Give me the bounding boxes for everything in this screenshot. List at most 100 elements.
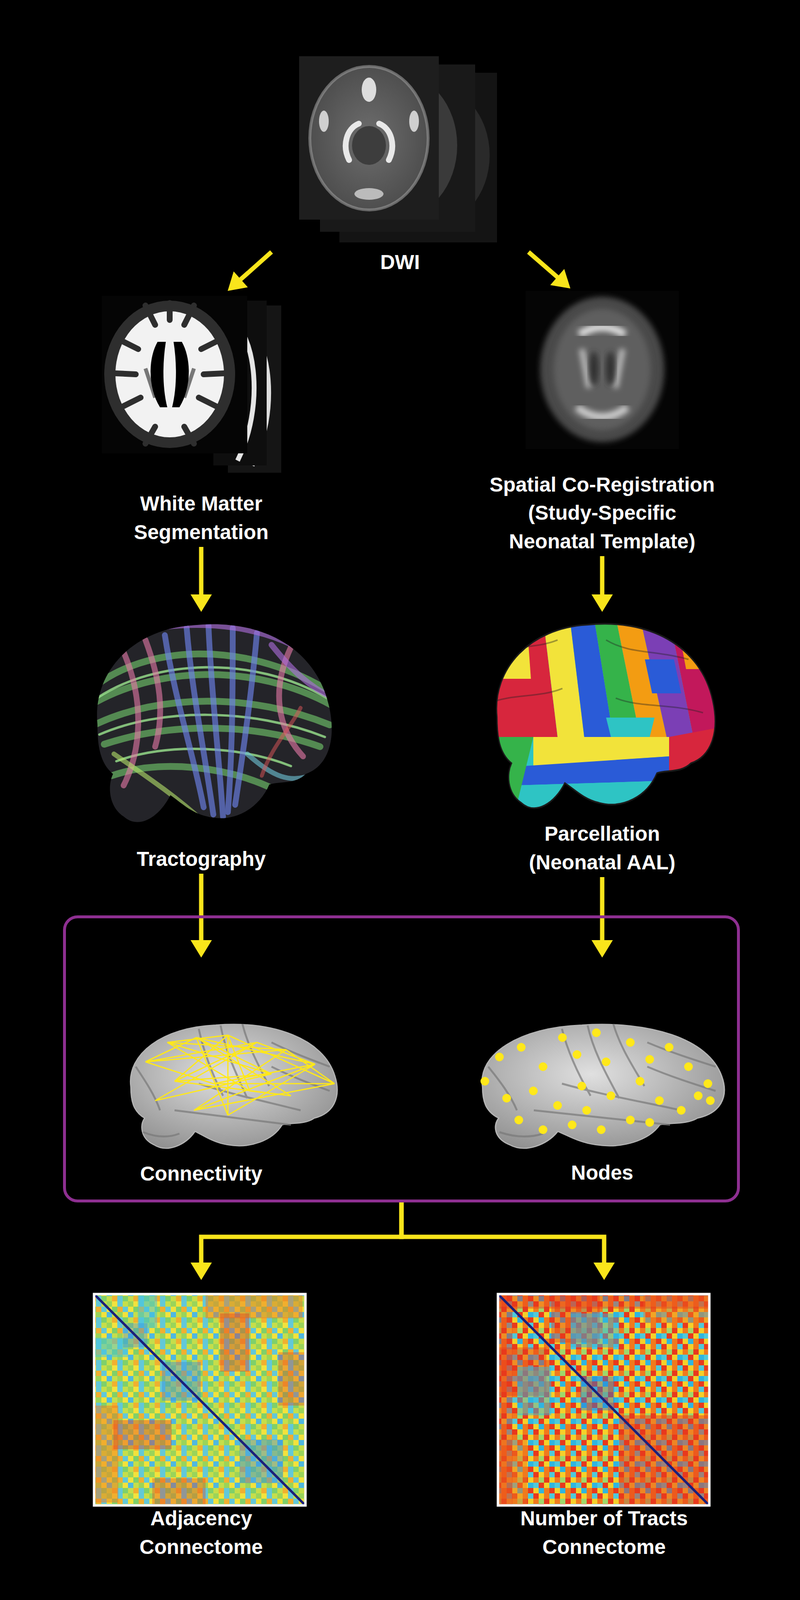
nodes-brain: [553, 1101, 562, 1110]
tract-count-matrix: [517, 1366, 552, 1416]
image-step: DWI: [271, 50, 529, 277]
dwi-slices: [361, 77, 377, 102]
nodes-brain: [538, 1062, 548, 1072]
nodes-brain: [480, 1076, 490, 1086]
nodes-brain: [645, 1055, 655, 1064]
nodes-brain: [528, 1086, 538, 1096]
white-matter-slices: [104, 300, 236, 448]
arrow-line: [201, 1202, 402, 1264]
arrow-head: [591, 594, 613, 612]
nodes-brain: [514, 1115, 524, 1125]
tractography-brain: [271, 644, 335, 699]
adjacency-matrix: [113, 1420, 172, 1450]
parcellation-brain: [644, 659, 682, 694]
flow-arrow: [401, 1202, 615, 1280]
connectivity-brain: [130, 1024, 337, 1149]
neonatal-template: [553, 308, 651, 431]
arrow-line: [528, 252, 559, 278]
dwi-slices: [352, 126, 386, 165]
nodes-brain: [645, 1118, 655, 1127]
matrix-step: Number of Tracts Connectome: [484, 1280, 724, 1562]
tractography-brain: [208, 625, 224, 817]
tract-count-matrix: [497, 1294, 710, 1506]
image-step: White Matter Segmentation: [99, 290, 304, 547]
image-step: Tractography: [72, 611, 330, 874]
step-label: Adjacency Connectome: [128, 1504, 274, 1562]
neonatal-template: [589, 351, 599, 386]
flow-arrow: [528, 252, 571, 289]
neonatal-template: [579, 327, 625, 335]
tractography-brain: [164, 625, 257, 817]
step-label: White Matter Segmentation: [123, 489, 279, 547]
adjacency-matrix: [94, 1294, 306, 1506]
tractography-brain: [130, 624, 335, 699]
step-label: Tractography: [136, 845, 266, 874]
image-step: Nodes: [484, 957, 720, 1188]
arrow-line: [199, 873, 204, 942]
nodes-brain: [582, 1105, 592, 1115]
tract-count-matrix: [570, 1313, 620, 1348]
tract-count-matrix: [498, 1295, 709, 1505]
white-matter-slices: [115, 303, 224, 444]
nodes-brain: [592, 1028, 601, 1038]
adjacency-matrix: [95, 1295, 305, 1505]
tract-count-matrix: [497, 1294, 710, 1506]
white-matter-slices: [101, 295, 248, 454]
neonatal-template: [540, 296, 665, 443]
parcellation-brain: [477, 617, 720, 817]
arrow-head: [550, 269, 571, 289]
parcellation-brain: [513, 756, 670, 786]
parcellation-brain: [477, 736, 534, 817]
tractography-brain: [247, 753, 316, 779]
flow-arrow: [190, 546, 212, 612]
nodes-brain: [601, 1057, 611, 1067]
arrow-line: [600, 877, 605, 942]
parcellation-brain: [606, 717, 655, 737]
adjacency-matrix: [94, 1294, 306, 1506]
neonatal-template: [525, 290, 679, 449]
neonatal-template: [576, 407, 628, 417]
flow-arrow: [190, 1202, 402, 1280]
tractography-brain: [113, 753, 204, 822]
tractography-brain: [145, 640, 160, 747]
tract-count-matrix: [497, 1294, 710, 1309]
tractography-brain: [89, 624, 335, 822]
arrow-head: [593, 1262, 615, 1280]
adjacency-matrix: [137, 1294, 158, 1328]
parcellation-brain: [496, 624, 716, 809]
arrow-head: [190, 594, 212, 612]
arrow-line: [401, 1202, 605, 1264]
nodes-brain: [664, 1042, 674, 1052]
tractography-brain: [123, 640, 304, 786]
arrow-line: [600, 556, 605, 596]
tract-count-matrix: [497, 1294, 710, 1506]
flow-arrow: [591, 556, 613, 612]
nodes-brain: [538, 1125, 548, 1135]
nodes-brain: [596, 1125, 606, 1135]
connectivity-brain: [145, 1035, 335, 1116]
white-matter-slices: [150, 341, 190, 408]
tractography-brain: [235, 632, 257, 805]
adjacency-matrix: [152, 1478, 206, 1506]
nodes-brain: [502, 1093, 512, 1103]
arrow-head: [591, 940, 613, 958]
white-matter-slices: [101, 295, 282, 473]
step-label: DWI: [380, 248, 420, 277]
nodes-brain: [635, 1076, 645, 1086]
parcellation-brain: [477, 617, 720, 817]
dwi-slices: [299, 56, 497, 243]
parcellation-brain: [678, 630, 720, 670]
adjacency-matrix: [220, 1313, 250, 1372]
image-step: Spatial Co-Registration (Study-Specific …: [480, 288, 725, 557]
arrow-head: [190, 1262, 212, 1280]
adjacency-matrix: [94, 1337, 128, 1358]
tractography-brain: [130, 624, 313, 657]
dwi-slices: [354, 188, 384, 200]
dwi-slices: [409, 110, 419, 132]
nodes-brain: [558, 1033, 567, 1042]
dwi-slices: [309, 66, 429, 210]
nodes-brain: [567, 1120, 577, 1130]
step-label: Connectivity: [140, 1159, 263, 1189]
